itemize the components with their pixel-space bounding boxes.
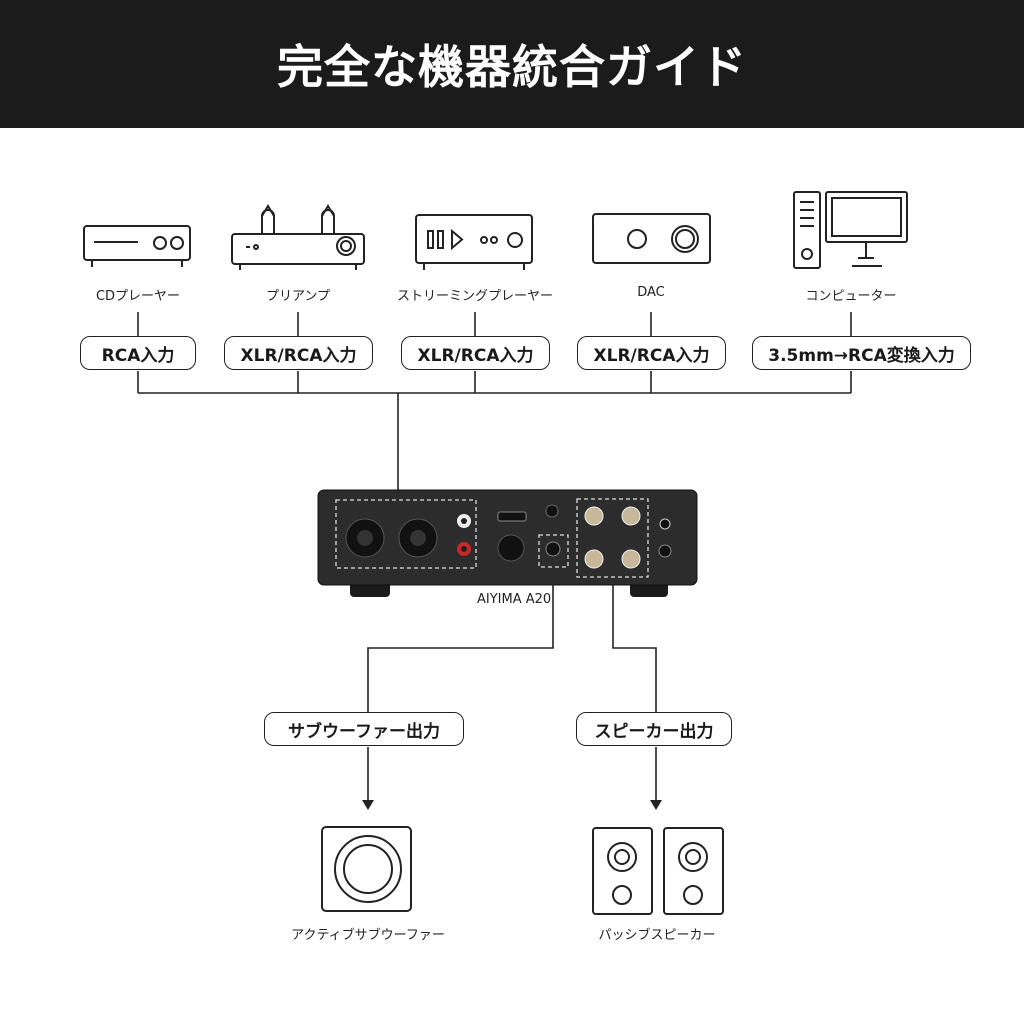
output-pill-speaker: スピーカー出力 bbox=[576, 712, 732, 746]
source-label-cd-player: CDプレーヤー bbox=[95, 289, 181, 304]
arrow-down-icon bbox=[650, 800, 662, 810]
computer-icon bbox=[793, 191, 908, 269]
source-label-computer: コンピューター bbox=[805, 289, 897, 304]
amplifier-model-label: AIYIMA A20 bbox=[477, 592, 552, 607]
input-pill-xlr-rca: XLR/RCA入力 bbox=[224, 336, 373, 370]
passive-speakers-icon bbox=[592, 827, 724, 915]
input-pill-3-5mm-rca: 3.5mm→RCA変換入力 bbox=[752, 336, 971, 370]
input-pill-xlr-rca: XLR/RCA入力 bbox=[401, 336, 550, 370]
source-label-preamp: プリアンプ bbox=[265, 289, 331, 304]
input-pill-rca: RCA入力 bbox=[80, 336, 196, 370]
amplifier-rear-panel bbox=[317, 489, 698, 597]
output-label-subwoofer: アクティブサブウーファー bbox=[291, 928, 445, 943]
page-title: 完全な機器統合ガイド bbox=[277, 40, 747, 94]
output-label-speakers: パッシブスピーカー bbox=[598, 928, 716, 943]
header-banner: 完全な機器統合ガイド bbox=[0, 0, 1024, 128]
source-label-streaming: ストリーミングプレーヤー bbox=[396, 289, 554, 304]
source-label-dac: DAC bbox=[637, 285, 665, 300]
cd-player-icon bbox=[83, 225, 191, 267]
preamp-icon bbox=[231, 204, 365, 270]
output-pill-subwoofer: サブウーファー出力 bbox=[264, 712, 464, 746]
streaming-player-icon bbox=[415, 214, 533, 270]
arrow-down-icon bbox=[362, 800, 374, 810]
dac-icon bbox=[592, 213, 711, 264]
connector-lines bbox=[137, 312, 852, 800]
subwoofer-icon bbox=[321, 826, 412, 912]
input-pill-xlr-rca: XLR/RCA入力 bbox=[577, 336, 726, 370]
